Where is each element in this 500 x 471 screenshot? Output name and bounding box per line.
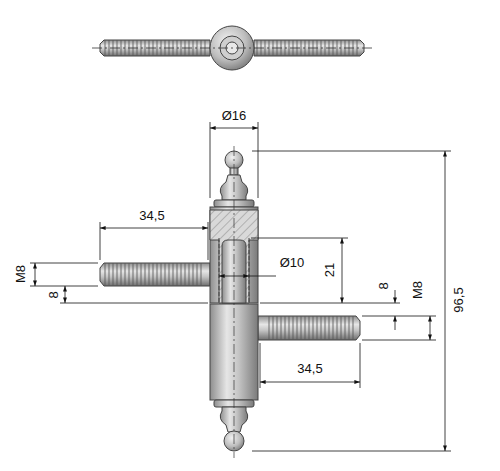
dimension-label: 34,5: [137, 209, 166, 223]
dimension-label: M8: [411, 279, 425, 301]
dimension-label: 8: [377, 280, 391, 291]
dimension-label: 96,5: [452, 285, 466, 314]
top-view: [92, 26, 372, 70]
dimension-label: Ø10: [278, 256, 307, 270]
dimension-label: 21: [323, 261, 337, 279]
dimension-label: 34,5: [295, 362, 324, 376]
dimension-lines: [30, 122, 451, 451]
hinge-side-view: [100, 146, 360, 458]
dimension-label: 8: [47, 289, 61, 300]
dimension-label: M8: [14, 263, 28, 285]
dimension-label: Ø16: [220, 109, 249, 123]
